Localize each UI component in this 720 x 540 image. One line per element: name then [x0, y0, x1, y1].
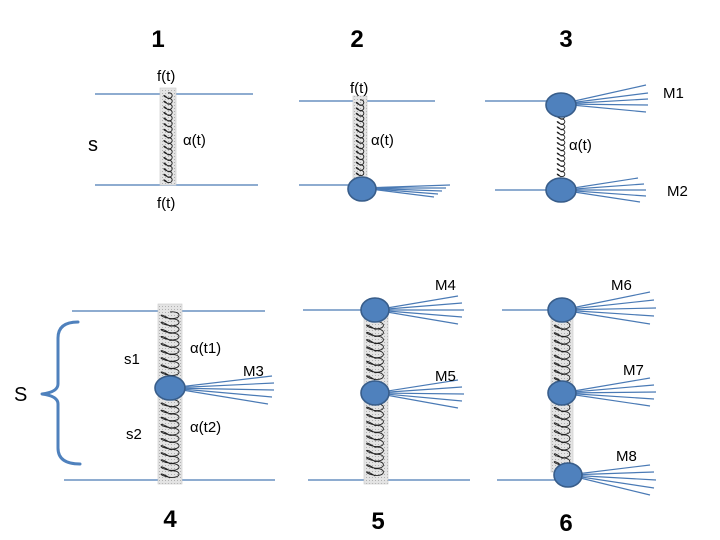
label-mass-bottom: M8	[616, 448, 637, 465]
gluon-ladder	[355, 99, 365, 177]
diagram-number: 4	[163, 506, 177, 533]
label-top: f(t)	[350, 80, 368, 97]
diagram-3: 3 M1 M2 α(t)	[485, 26, 688, 203]
diagram-number: 3	[559, 26, 572, 53]
label-mass-bottom: M2	[667, 183, 688, 200]
label-total-energy: S	[14, 384, 27, 406]
gluon-ladder-upper	[366, 321, 384, 381]
diffractive-blob-top	[547, 297, 577, 323]
outgoing-jet	[169, 375, 275, 405]
jet-line	[169, 382, 275, 389]
gluon-ladder-upper	[160, 311, 180, 377]
jet-line	[561, 392, 651, 407]
label-s1: s1	[124, 351, 140, 368]
outgoing-jet-middle	[561, 377, 657, 407]
diagram-5: 5 M4 M5	[303, 277, 470, 535]
label-exchange: α(t)	[183, 132, 206, 149]
jet-line	[561, 291, 651, 311]
exchange-band	[159, 87, 177, 186]
jet-line	[561, 309, 651, 325]
label-s2: s2	[126, 426, 142, 443]
diagram-6: 6 M6 M7 M8	[497, 277, 657, 537]
label-mass-middle: M7	[623, 362, 644, 379]
label-mass-top: M4	[435, 277, 456, 294]
diagram-4: 4 S s1 s2 α(t1) α(t2) M3	[14, 303, 275, 533]
diagram-number: 5	[371, 508, 384, 535]
energy-brace	[40, 320, 82, 466]
jet-line	[374, 392, 465, 395]
label-top: f(t)	[157, 68, 175, 85]
gluon-ladder-upper	[553, 321, 571, 383]
label-energy: s	[88, 134, 98, 156]
diagram-1: 1 f(t) f(t) s α(t)	[88, 26, 258, 212]
jet-line	[561, 307, 657, 311]
label-mass-top: M1	[663, 85, 684, 102]
gluon-ladder	[556, 113, 566, 178]
diagram-2: 2 f(t) α(t)	[299, 26, 451, 202]
outgoing-jet-top	[561, 291, 657, 325]
jet-line	[561, 384, 655, 394]
diffractive-blob-bottom	[553, 462, 583, 488]
jet-line	[169, 387, 275, 391]
central-blob	[547, 380, 577, 406]
jet-line	[169, 387, 269, 405]
diffractive-blob-top	[545, 92, 577, 118]
exchange-band	[352, 95, 368, 183]
jet-line	[561, 299, 655, 311]
jet-line	[169, 387, 273, 398]
central-blob	[154, 375, 186, 401]
jet-line	[169, 375, 273, 389]
jet-line	[561, 309, 655, 317]
diffractive-blob	[347, 176, 377, 202]
label-mass: M3	[243, 363, 264, 380]
label-mass-middle: M5	[435, 368, 456, 385]
jet-line	[561, 391, 657, 394]
diffractive-blob-top	[360, 297, 390, 323]
label-bottom: f(t)	[157, 195, 175, 212]
diagram-number: 2	[350, 26, 363, 53]
label-exchange-lower: α(t2)	[190, 419, 221, 436]
gluon-ladder	[163, 92, 173, 184]
diagram-number: 6	[559, 510, 572, 537]
label-exchange: α(t)	[569, 137, 592, 154]
label-exchange-upper: α(t1)	[190, 340, 221, 357]
diffractive-blob-bottom	[545, 177, 577, 203]
diagram-number: 1	[151, 26, 164, 53]
gluon-ladder-lower	[366, 403, 384, 477]
central-blob	[360, 380, 390, 406]
jet-line	[561, 392, 655, 400]
jet-line	[561, 377, 651, 394]
label-exchange: α(t)	[371, 132, 394, 149]
gluon-ladder-lower	[160, 399, 180, 479]
label-mass-top: M6	[611, 277, 632, 294]
gluon-ladder-lower	[553, 403, 571, 467]
